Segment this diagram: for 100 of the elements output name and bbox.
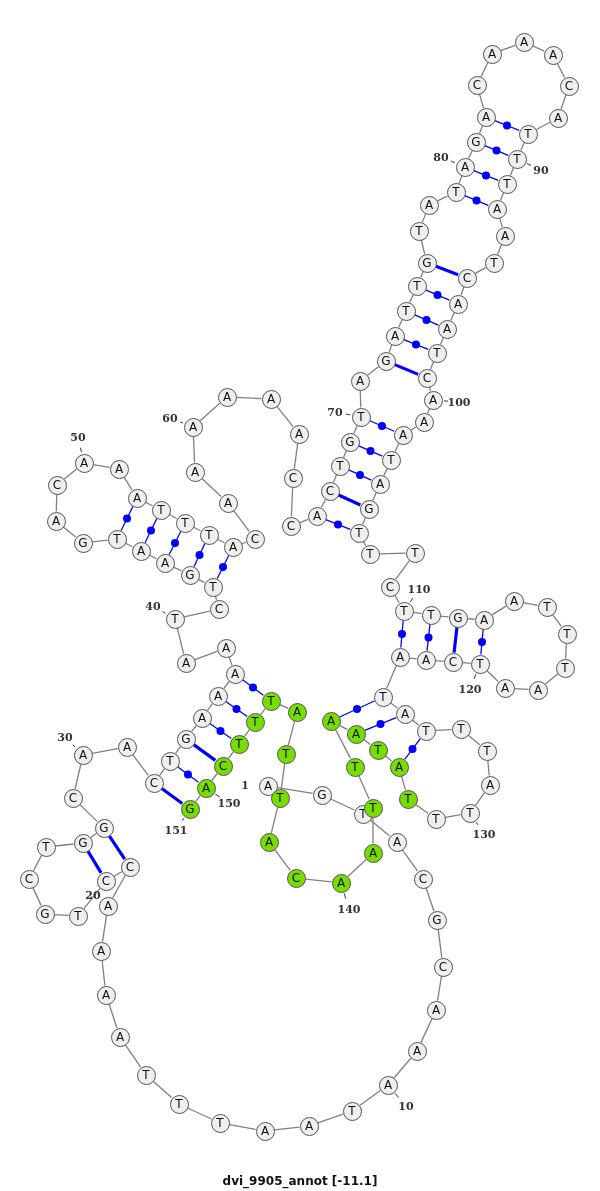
nucleotide-circle: G bbox=[73, 833, 93, 853]
position-number: 70 bbox=[327, 405, 343, 419]
base-pair-line bbox=[193, 542, 206, 568]
backbone-line bbox=[412, 611, 423, 615]
backbone-line bbox=[108, 1003, 118, 1029]
nucleotide-circle: T bbox=[203, 577, 223, 597]
backbone-line bbox=[428, 386, 432, 392]
base-pair-line bbox=[400, 619, 404, 649]
backbone-line bbox=[509, 167, 515, 176]
nucleotide-circle: A bbox=[474, 610, 494, 630]
backbone-line bbox=[401, 849, 419, 872]
backbone-line bbox=[32, 854, 43, 872]
position-number: 120 bbox=[458, 682, 482, 696]
nucleotide-circle: A bbox=[407, 1041, 427, 1061]
backbone-line bbox=[53, 913, 70, 917]
backbone-line bbox=[444, 814, 462, 818]
nucleotide-circle: A bbox=[131, 541, 151, 561]
backbone-line bbox=[560, 94, 567, 110]
nucleotide-circle: G bbox=[427, 910, 447, 930]
nucleotide-circle: C bbox=[19, 869, 39, 889]
base-pair-line bbox=[425, 289, 450, 301]
backbone-line bbox=[409, 294, 414, 303]
position-number: 140 bbox=[337, 902, 361, 916]
backbone-line bbox=[366, 366, 380, 376]
nucleotide-circle: C bbox=[47, 475, 67, 495]
backbone-line bbox=[223, 680, 230, 690]
nucleotide-circle: A bbox=[548, 108, 568, 128]
backbone-line bbox=[74, 763, 82, 790]
nucleotide-circle: T bbox=[276, 744, 296, 764]
nucleotide-circle: C bbox=[63, 788, 83, 808]
nucleotide-circle: T bbox=[477, 741, 497, 761]
nucleotide-circle: T bbox=[557, 624, 577, 644]
nucleotide-circle: A bbox=[127, 488, 147, 508]
nucleotide-circle: T bbox=[555, 658, 575, 678]
base-pair-thick-line bbox=[337, 493, 362, 507]
base-pair-line bbox=[480, 628, 484, 656]
base-pair-line bbox=[494, 119, 520, 132]
backbone-line bbox=[195, 794, 201, 803]
nucleotide-circle: A bbox=[259, 832, 279, 852]
backbone-line bbox=[176, 627, 185, 655]
backbone-line bbox=[394, 594, 400, 604]
backbone-line bbox=[535, 121, 551, 131]
nucleotide-circle: A bbox=[437, 319, 457, 339]
nucleotide-circle: G bbox=[73, 533, 93, 553]
backbone-line bbox=[290, 486, 294, 518]
position-number: 10 bbox=[398, 1099, 414, 1113]
caption: dvi_9905_annot [-11.1] bbox=[222, 1174, 378, 1188]
nucleotide-circle: T bbox=[330, 456, 350, 476]
backbone-line bbox=[372, 492, 377, 501]
backbone-line bbox=[192, 435, 196, 464]
base-pair-line bbox=[414, 314, 439, 326]
base-pair-line bbox=[473, 169, 499, 182]
nucleotide-circle: T bbox=[426, 809, 446, 829]
position-number: 30 bbox=[57, 730, 73, 744]
backbone-line bbox=[241, 541, 247, 545]
nucleotide-circle: C bbox=[281, 516, 301, 536]
nucleotide-circle: T bbox=[151, 500, 171, 520]
nucleotide-circle: T bbox=[518, 124, 538, 144]
nucleotide-circle: A bbox=[110, 1027, 130, 1047]
backbone-line bbox=[458, 175, 463, 184]
nucleotide-circle: A bbox=[299, 1116, 319, 1136]
nucleotide-circle: C bbox=[413, 869, 433, 889]
backbone-line bbox=[426, 408, 431, 414]
nucleotide-circle: C bbox=[433, 957, 453, 977]
nucleotide-circle: A bbox=[109, 459, 129, 479]
position-number: 1 bbox=[241, 778, 249, 792]
backbone-line bbox=[556, 62, 566, 79]
backbone-line bbox=[436, 975, 443, 1002]
nucleotide-circle: A bbox=[504, 591, 524, 611]
base-pair-thick-line bbox=[452, 627, 459, 653]
base-pair-line bbox=[120, 505, 134, 532]
backbone-line bbox=[466, 618, 476, 620]
base-pair-line bbox=[225, 700, 248, 718]
backbone-line bbox=[353, 425, 358, 434]
nucleotide-circle: A bbox=[208, 686, 228, 706]
backbone-line bbox=[191, 724, 197, 733]
nucleotide-circle: T bbox=[451, 719, 471, 739]
nucleotide-circle: T bbox=[460, 803, 480, 823]
backbone-line bbox=[468, 150, 473, 159]
base-pair-line bbox=[403, 338, 429, 351]
nucleotide-circle: A bbox=[196, 778, 216, 798]
backbone-line bbox=[467, 734, 481, 746]
backbone-line bbox=[487, 759, 490, 777]
backbone-line bbox=[201, 477, 222, 498]
nucleotide-circle: T bbox=[398, 789, 418, 809]
nucleotide-circle: A bbox=[482, 44, 502, 64]
backbone-line bbox=[460, 286, 465, 296]
nucleotide-circle: A bbox=[216, 638, 236, 658]
backbone-line bbox=[113, 871, 123, 877]
backbone-line bbox=[123, 476, 133, 491]
nucleotide-circle: C bbox=[559, 76, 579, 96]
backbone-line bbox=[437, 928, 443, 959]
backbone-line bbox=[124, 1044, 142, 1068]
nucleotide-circle: T bbox=[169, 1094, 189, 1114]
nucleotide-circle: A bbox=[390, 647, 410, 667]
backbone-line bbox=[343, 450, 347, 458]
nucleotide-circle: A bbox=[528, 680, 548, 700]
nucleotide-circle: C bbox=[467, 75, 487, 95]
nucleotide-circle: G bbox=[340, 432, 360, 452]
base-pair-line bbox=[339, 700, 375, 718]
